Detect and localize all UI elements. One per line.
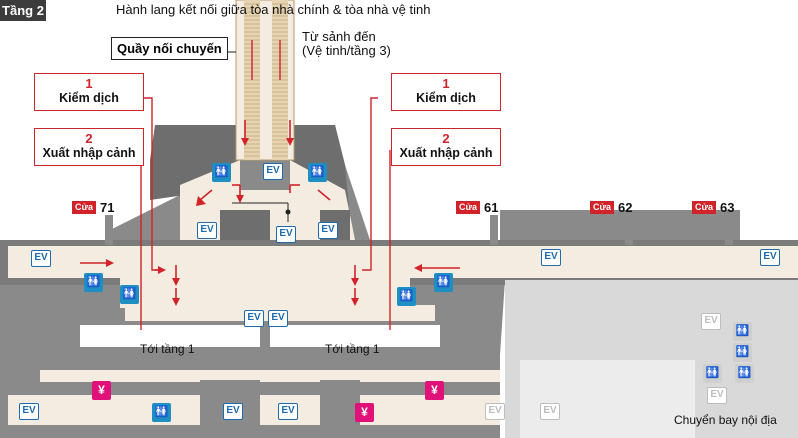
elevator-icon: EV <box>701 313 721 330</box>
restroom-icon: 🚻 <box>397 287 416 306</box>
gate-label: Cửa <box>590 201 615 215</box>
elevator-icon: EV <box>268 310 288 327</box>
currency-exchange-icon: ¥ <box>425 381 444 400</box>
restroom-icon: 🚻 <box>733 322 752 341</box>
currency-exchange-icon: ¥ <box>355 403 374 422</box>
elevator-icon: EV <box>223 403 243 420</box>
route-lines <box>140 40 391 330</box>
to-floor-1-right: Tới tầng 1 <box>325 342 380 356</box>
restroom-icon: 🚻 <box>152 403 171 422</box>
elevator-icon: EV <box>541 249 561 266</box>
step-text: Xuất nhập cảnh <box>399 146 493 160</box>
step-number: 2 <box>442 131 450 146</box>
corridor-label: Hành lang kết nối giữa tòa nhà chính & t… <box>116 2 431 17</box>
gate-label: Cửa <box>692 201 717 215</box>
step-left-immigration: 2 Xuất nhập cảnh <box>34 128 144 166</box>
from-lobby-line1: Từ sảnh đến <box>302 29 376 44</box>
step-text: Kiểm dịch <box>59 91 119 105</box>
step-right-quarantine: 1 Kiểm dịch <box>391 73 501 111</box>
restroom-icon: 🚻 <box>120 285 139 304</box>
elevator-icon: EV <box>485 403 505 420</box>
floor-tag: Tầng 2 <box>0 0 46 21</box>
step-text: Kiểm dịch <box>416 91 476 105</box>
elevator-icon: EV <box>278 403 298 420</box>
elevator-icon: EV <box>540 403 560 420</box>
restroom-icon: 🚻 <box>733 343 752 362</box>
restroom-icon: 🚻 <box>735 364 754 383</box>
step-left-quarantine: 1 Kiểm dịch <box>34 73 144 111</box>
elevator-icon: EV <box>197 222 217 239</box>
elevator-icon: EV <box>318 222 338 239</box>
step-number: 2 <box>85 131 93 146</box>
elevator-icon: EV <box>31 250 51 267</box>
transfer-counter-label: Quầy nối chuyến <box>111 37 228 60</box>
elevator-icon: EV <box>244 310 264 327</box>
domestic-flights-label: Chuyển bay nội địa <box>674 413 777 427</box>
restroom-icon: 🚻 <box>308 163 327 182</box>
step-number: 1 <box>85 76 93 91</box>
restroom-icon: 🚻 <box>434 273 453 292</box>
restroom-icon: 🚻 <box>212 163 231 182</box>
gate-number: 71 <box>100 200 115 216</box>
elevator-icon: EV <box>263 163 283 180</box>
gate-number: 61 <box>484 200 499 216</box>
gate-number: 63 <box>720 200 735 216</box>
from-lobby-line2: (Vệ tinh/tầng 3) <box>302 43 391 58</box>
currency-exchange-icon: ¥ <box>92 381 111 400</box>
restroom-icon: 🚻 <box>703 364 722 383</box>
direction-arrows <box>80 120 460 306</box>
gate-walls <box>105 215 733 245</box>
to-floor-1-left: Tới tầng 1 <box>140 342 195 356</box>
step-text: Xuất nhập cảnh <box>42 146 136 160</box>
gate-label: Cửa <box>72 201 97 215</box>
gate-number: 62 <box>618 200 633 216</box>
step-number: 1 <box>442 76 450 91</box>
step-right-immigration: 2 Xuất nhập cảnh <box>391 128 501 166</box>
elevator-icon: EV <box>19 403 39 420</box>
elevator-icon: EV <box>760 249 780 266</box>
elevator-icon: EV <box>707 387 727 404</box>
gate-label: Cửa <box>456 201 481 215</box>
elevator-icon: EV <box>276 226 296 243</box>
restroom-icon: 🚻 <box>84 273 103 292</box>
